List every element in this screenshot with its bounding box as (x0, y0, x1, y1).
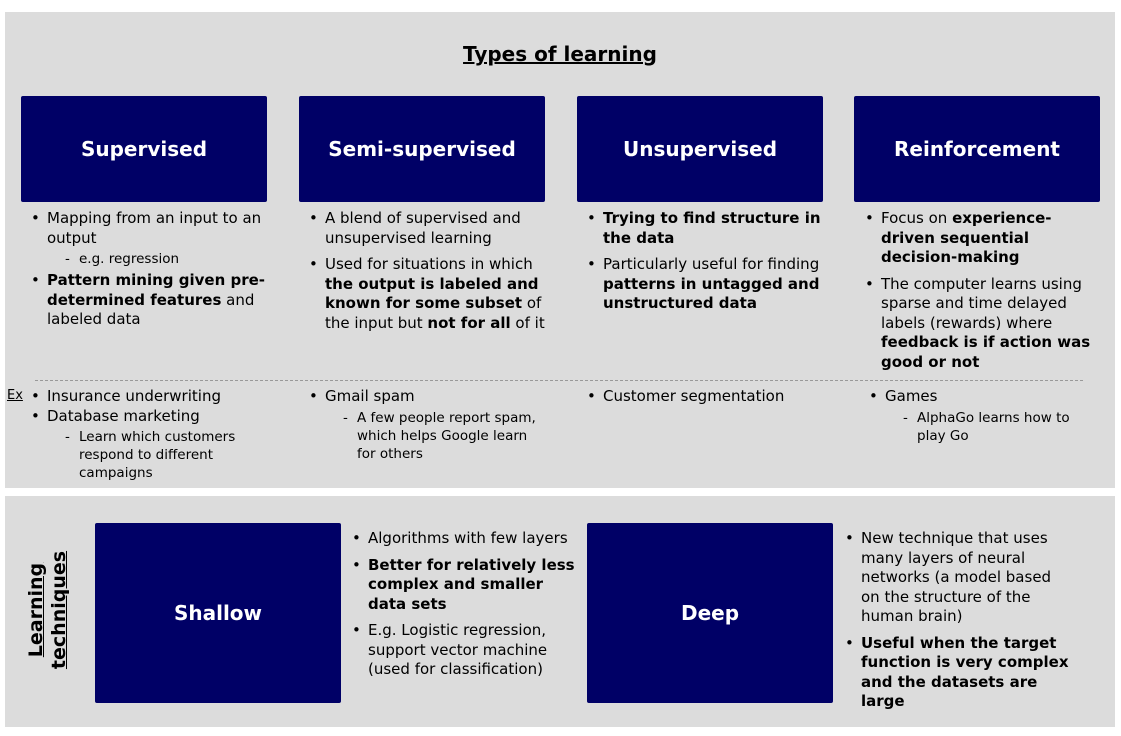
card-unsupervised: Unsupervised (577, 96, 823, 202)
learning-techniques-panel: Learning techniques Shallow Algorithms w… (5, 496, 1115, 727)
bold-text: Useful when the target function is very … (861, 633, 1069, 711)
example-text: Database marketing (47, 406, 200, 425)
text: The computer learns using sparse and tim… (881, 274, 1082, 332)
semi-supervised-examples: Gmail spam A few people report spam, whic… (307, 387, 547, 462)
supervised-examples: Insurance underwritingDatabase marketing… (29, 387, 269, 481)
text: of it (510, 313, 545, 332)
bullet-item: Pattern mining given pre-determined feat… (29, 271, 269, 330)
card-deep: Deep (587, 523, 833, 703)
shallow-description: Algorithms with few layersBetter for rel… (350, 529, 575, 687)
unsupervised-description: Trying to find structure in the dataPart… (585, 209, 821, 321)
bold-text: patterns in untagged and unstructured da… (603, 274, 820, 313)
text: Mapping from an input to an output (47, 209, 262, 247)
example-text: Customer segmentation (603, 387, 785, 405)
text: New technique that uses many layers of n… (861, 529, 1052, 625)
text: Focus on (881, 209, 953, 227)
sub-bullet: AlphaGo learns how to play Go (885, 409, 1097, 445)
bullet-item: Focus on experience-driven sequential de… (863, 209, 1101, 268)
bullet-item: New technique that uses many layers of n… (843, 529, 1073, 627)
text: A blend of supervised and unsupervised l… (325, 209, 521, 247)
example-item: Customer segmentation (585, 387, 825, 407)
unsupervised-examples: Customer segmentation (585, 387, 825, 407)
bullet-item: Used for situations in which the output … (307, 255, 547, 333)
deep-description: New technique that uses many layers of n… (843, 529, 1073, 719)
bullet-item: Useful when the target function is very … (843, 634, 1073, 712)
example-item: GamesAlphaGo learns how to play Go (867, 387, 1097, 445)
example-item: Database marketingLearn which customers … (29, 407, 269, 483)
sub-bullet: Learn which customers respond to differe… (47, 428, 269, 482)
example-text: Insurance underwriting (47, 387, 221, 405)
bullet-item: Particularly useful for finding patterns… (585, 255, 821, 314)
card-semi-supervised: Semi-supervised (299, 96, 545, 202)
example-text: Games (885, 387, 938, 405)
bullet-item: Trying to find structure in the data (585, 209, 821, 248)
bullet-item: Mapping from an input to an output e.g. r… (29, 209, 269, 268)
sub-list: A few people report spam, which helps Go… (325, 409, 547, 463)
types-of-learning-panel: Types of learning Supervised Semi-superv… (5, 12, 1115, 488)
sub-list: AlphaGo learns how to play Go (885, 409, 1097, 445)
sub-bullet: e.g. regression (47, 250, 269, 268)
bullet-item: Better for relatively less complex and s… (350, 556, 575, 615)
example-item: Insurance underwriting (29, 387, 269, 407)
bold-text: feedback is if action was good or not (881, 333, 1091, 371)
examples-label: Ex (7, 388, 23, 403)
bold-text: experience-driven sequential decision-ma… (881, 209, 1052, 266)
bullet-item: A blend of supervised and unsupervised l… (307, 209, 547, 248)
text: and labeled data (47, 290, 255, 329)
bold-text: Better for relatively less complex and s… (368, 555, 575, 613)
bold-text: the output is labeled and known for some… (325, 274, 539, 313)
supervised-description: Mapping from an input to an output e.g. r… (29, 209, 269, 337)
bold-text: not for all (427, 313, 511, 332)
card-shallow: Shallow (95, 523, 341, 703)
text: Particularly useful for finding (603, 255, 820, 273)
bullet-item: The computer learns using sparse and tim… (863, 275, 1101, 373)
section-title: Types of learning (463, 42, 657, 66)
bold-text: Trying to find structure in the data (603, 209, 821, 247)
sub-list: e.g. regression (47, 250, 269, 268)
divider (35, 380, 1083, 381)
card-reinforcement: Reinforcement (854, 96, 1100, 202)
text: Used for situations in which (325, 255, 533, 273)
text: of the input but (325, 294, 542, 332)
bold-text: Pattern mining given pre-determined feat… (47, 271, 266, 309)
learning-techniques-label: Learning techniques (25, 550, 70, 670)
bullet-item: E.g. Logistic regression, support vector… (350, 621, 575, 680)
sub-list: Learn which customers respond to differe… (47, 428, 269, 482)
text: E.g. Logistic regression, support vector… (368, 621, 548, 678)
card-supervised: Supervised (21, 96, 267, 202)
bullet-item: Algorithms with few layers (350, 529, 575, 549)
reinforcement-description: Focus on experience-driven sequential de… (863, 209, 1101, 379)
text: Algorithms with few layers (368, 529, 568, 547)
sub-bullet: A few people report spam, which helps Go… (325, 409, 547, 463)
reinforcement-examples: GamesAlphaGo learns how to play Go (867, 387, 1097, 444)
example-item: Gmail spam A few people report spam, whic… (307, 387, 547, 463)
example-text: Gmail spam (325, 387, 415, 405)
semi-supervised-description: A blend of supervised and unsupervised l… (307, 209, 547, 340)
